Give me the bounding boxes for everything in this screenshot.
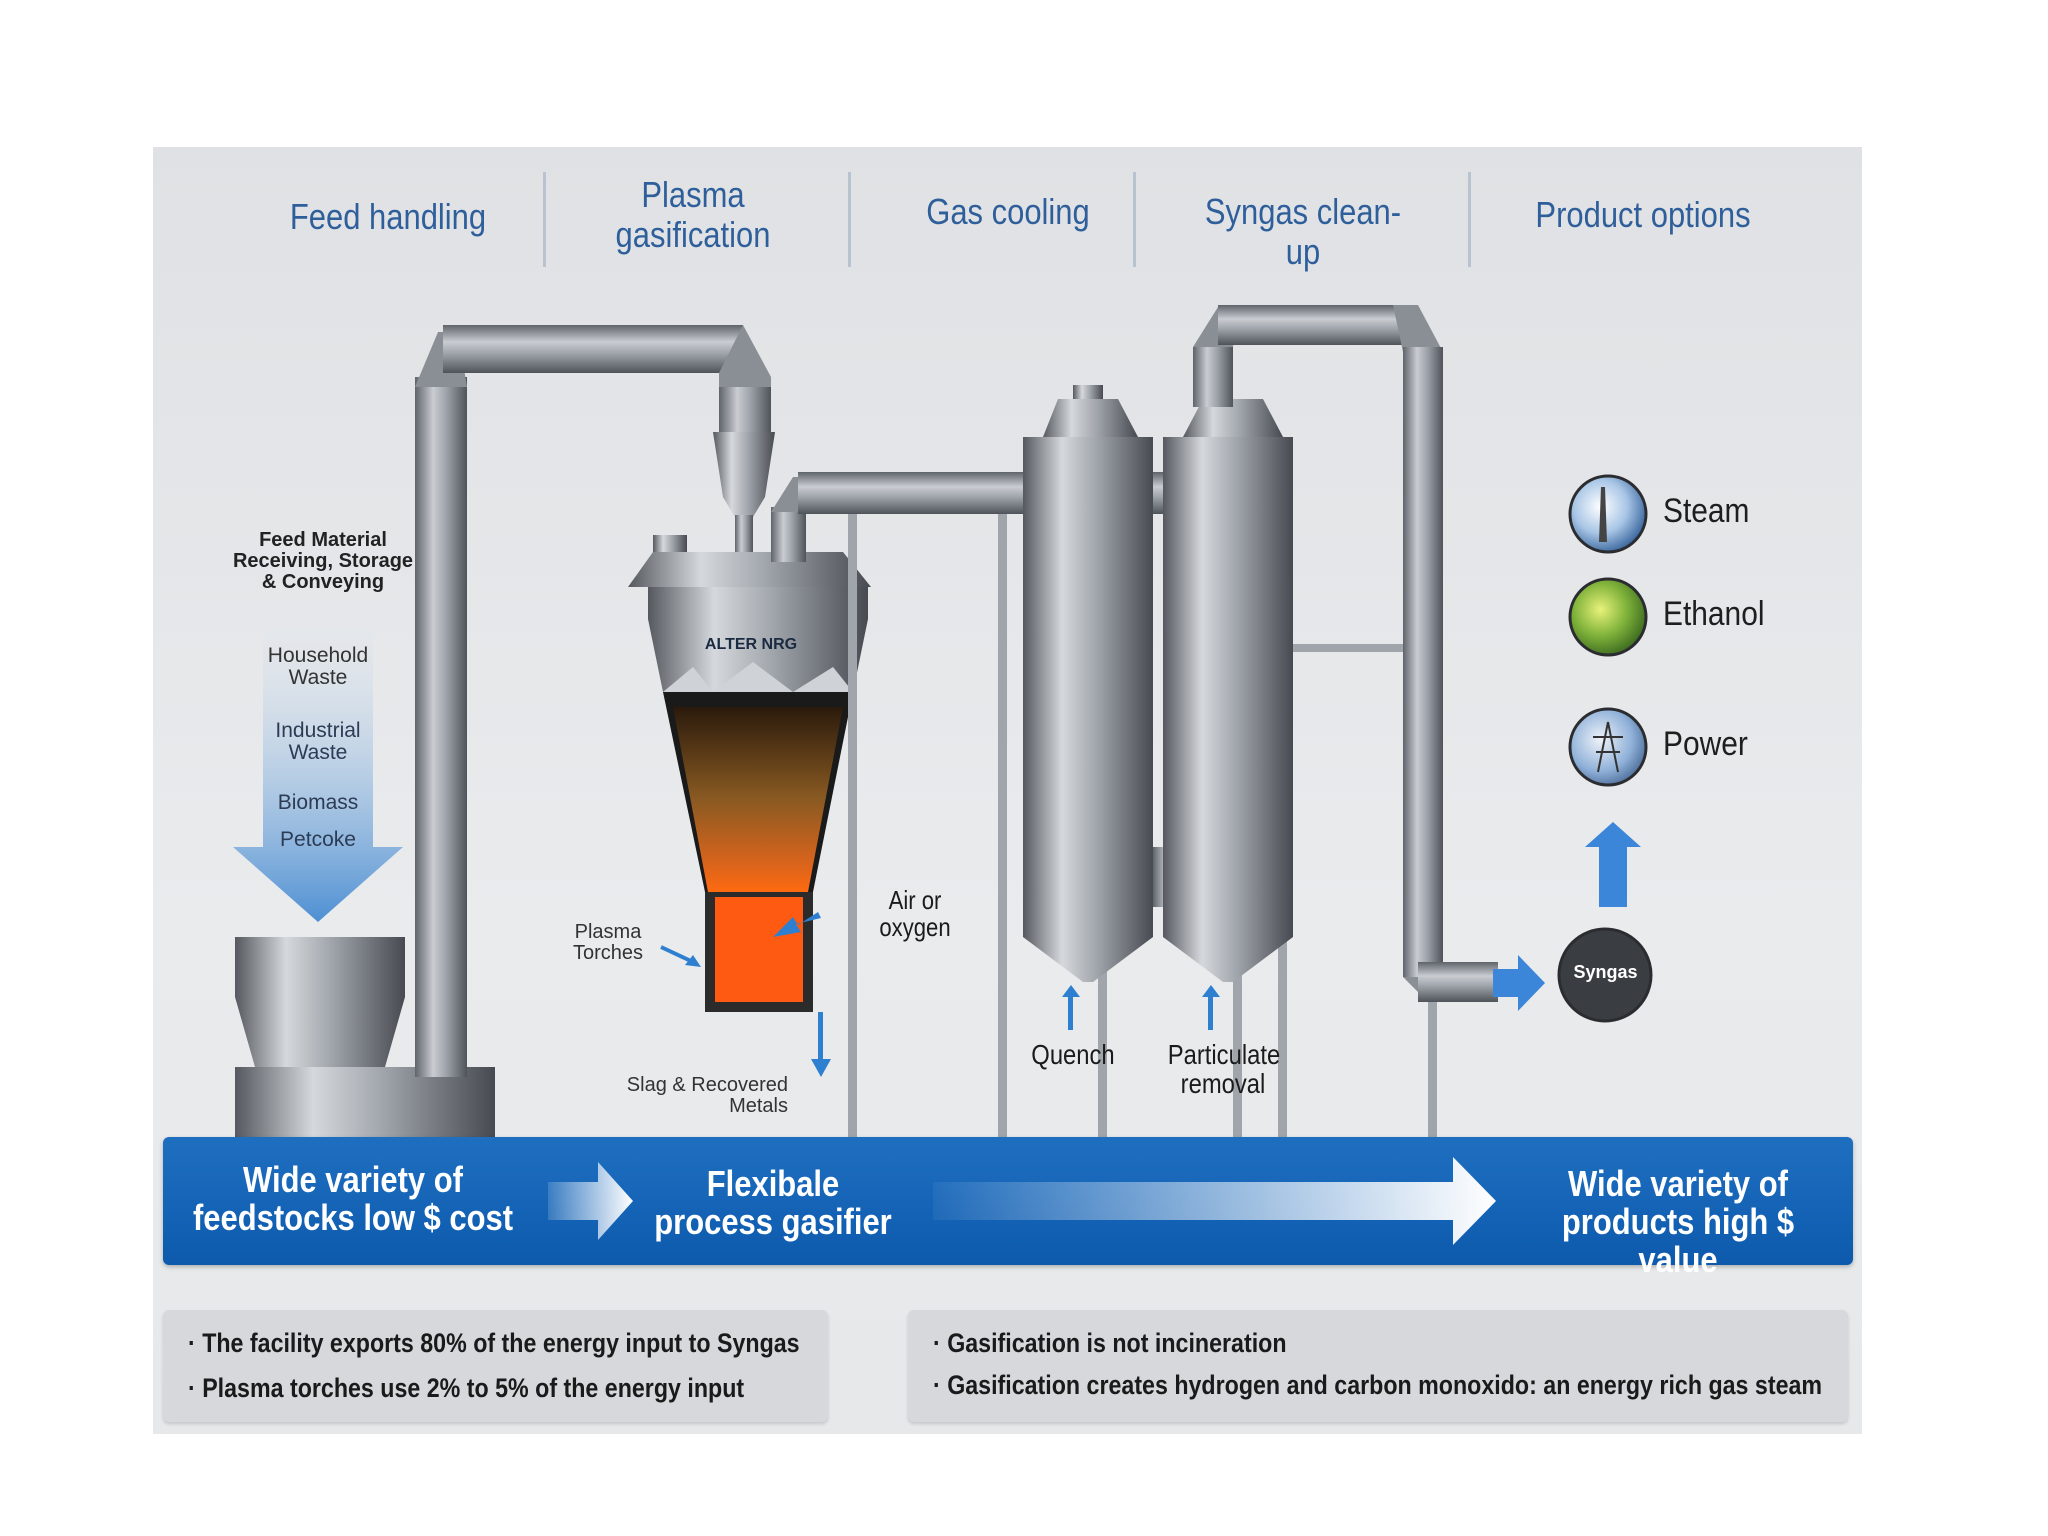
band-right-text: Wide variety of products high $ value	[1561, 1163, 1795, 1280]
note-right: · Gasification is not incineration · Gas…	[908, 1310, 1848, 1422]
feed-hopper	[235, 937, 495, 1137]
stage-divider	[1133, 172, 1136, 267]
plasma-torches-label: Plasma Torches	[572, 921, 644, 964]
air-oxygen-label: Air or oxygen	[879, 885, 951, 943]
note-left-line-1: · The facility exports 80% of the energy…	[188, 1328, 800, 1358]
air-arrow	[773, 912, 821, 937]
product-ethanol: Ethanol	[1663, 595, 1765, 633]
syngas-circle	[1557, 927, 1653, 1023]
feed-pipe-top	[443, 325, 743, 373]
note-left-line-2: · Plasma torches use 2% to 5% of the ene…	[188, 1373, 745, 1403]
quench-label: Quench	[1031, 1039, 1115, 1070]
syngas-in-arrow	[1493, 955, 1545, 1011]
value-chain-band: Wide variety of feedstocks low $ cost Fl…	[163, 1137, 1853, 1279]
torch-arrow	[660, 945, 694, 964]
slag-arrow	[818, 1012, 823, 1062]
stage-plasma-gasification: Plasma gasification	[615, 174, 771, 255]
particulate-tower	[1163, 399, 1293, 982]
stage-divider	[848, 172, 851, 267]
syngas-label: Syngas	[1573, 962, 1638, 982]
band-arrow-long	[933, 1157, 1496, 1245]
stage-feed-handling: Feed handling	[289, 196, 487, 237]
stage-syngas-clean-up: Syngas clean-up	[1204, 191, 1402, 272]
band-middle-text: Flexibale process gasifier	[654, 1163, 892, 1242]
band-left-text: Wide variety of feedstocks low $ cost	[192, 1159, 514, 1238]
gasifier-brand: ALTER NRG	[704, 636, 798, 653]
feed-item-biomass: Biomass	[277, 791, 359, 814]
note-left: · The facility exports 80% of the energy…	[163, 1310, 828, 1422]
steam-icon	[1568, 474, 1648, 554]
band-arrow-short	[548, 1162, 633, 1240]
stage-gas-cooling: Gas cooling	[926, 191, 1090, 232]
gasifier-vessel	[628, 535, 871, 1012]
feed-item-household: Household Waste	[267, 644, 369, 690]
product-steam: Steam	[1663, 492, 1750, 530]
feed-item-industrial: Industrial Waste	[275, 719, 361, 765]
process-illustration	[233, 305, 1653, 1144]
note-right-line-2: · Gasification creates hydrogen and carb…	[933, 1370, 1823, 1400]
feed-pipe-vertical	[415, 377, 467, 1077]
particulate-arrow	[1208, 992, 1213, 1030]
stage-divider	[1468, 172, 1471, 267]
feed-item-petcoke: Petcoke	[280, 828, 356, 851]
stage-divider	[543, 172, 546, 267]
cyclone	[713, 432, 775, 517]
note-right-line-1: · Gasification is not incineration	[933, 1328, 1287, 1358]
particulate-label: Particulate removal	[1167, 1039, 1281, 1100]
quench-tower	[1023, 385, 1153, 982]
feed-material-title: Feed Material Receiving, Storage & Conve…	[232, 529, 414, 593]
stage-product-options: Product options	[1535, 194, 1751, 235]
feed-arrow	[233, 627, 403, 922]
syngas-up-arrow	[1585, 822, 1641, 907]
plasma-gasification-diagram: Feed handling Plasma gasification Gas co…	[153, 147, 1862, 1434]
outlet-pipe-bottom	[1418, 962, 1498, 1002]
band-arrows	[548, 1157, 1496, 1245]
product-power: Power	[1663, 725, 1748, 763]
power-icon	[1568, 707, 1648, 787]
slag-label: Slag & Recovered Metals	[626, 1074, 788, 1117]
outlet-pipe-down	[1403, 347, 1443, 977]
quench-arrow	[1068, 992, 1073, 1030]
ethanol-icon	[1568, 577, 1648, 657]
outlet-pipe-top	[1218, 305, 1418, 345]
